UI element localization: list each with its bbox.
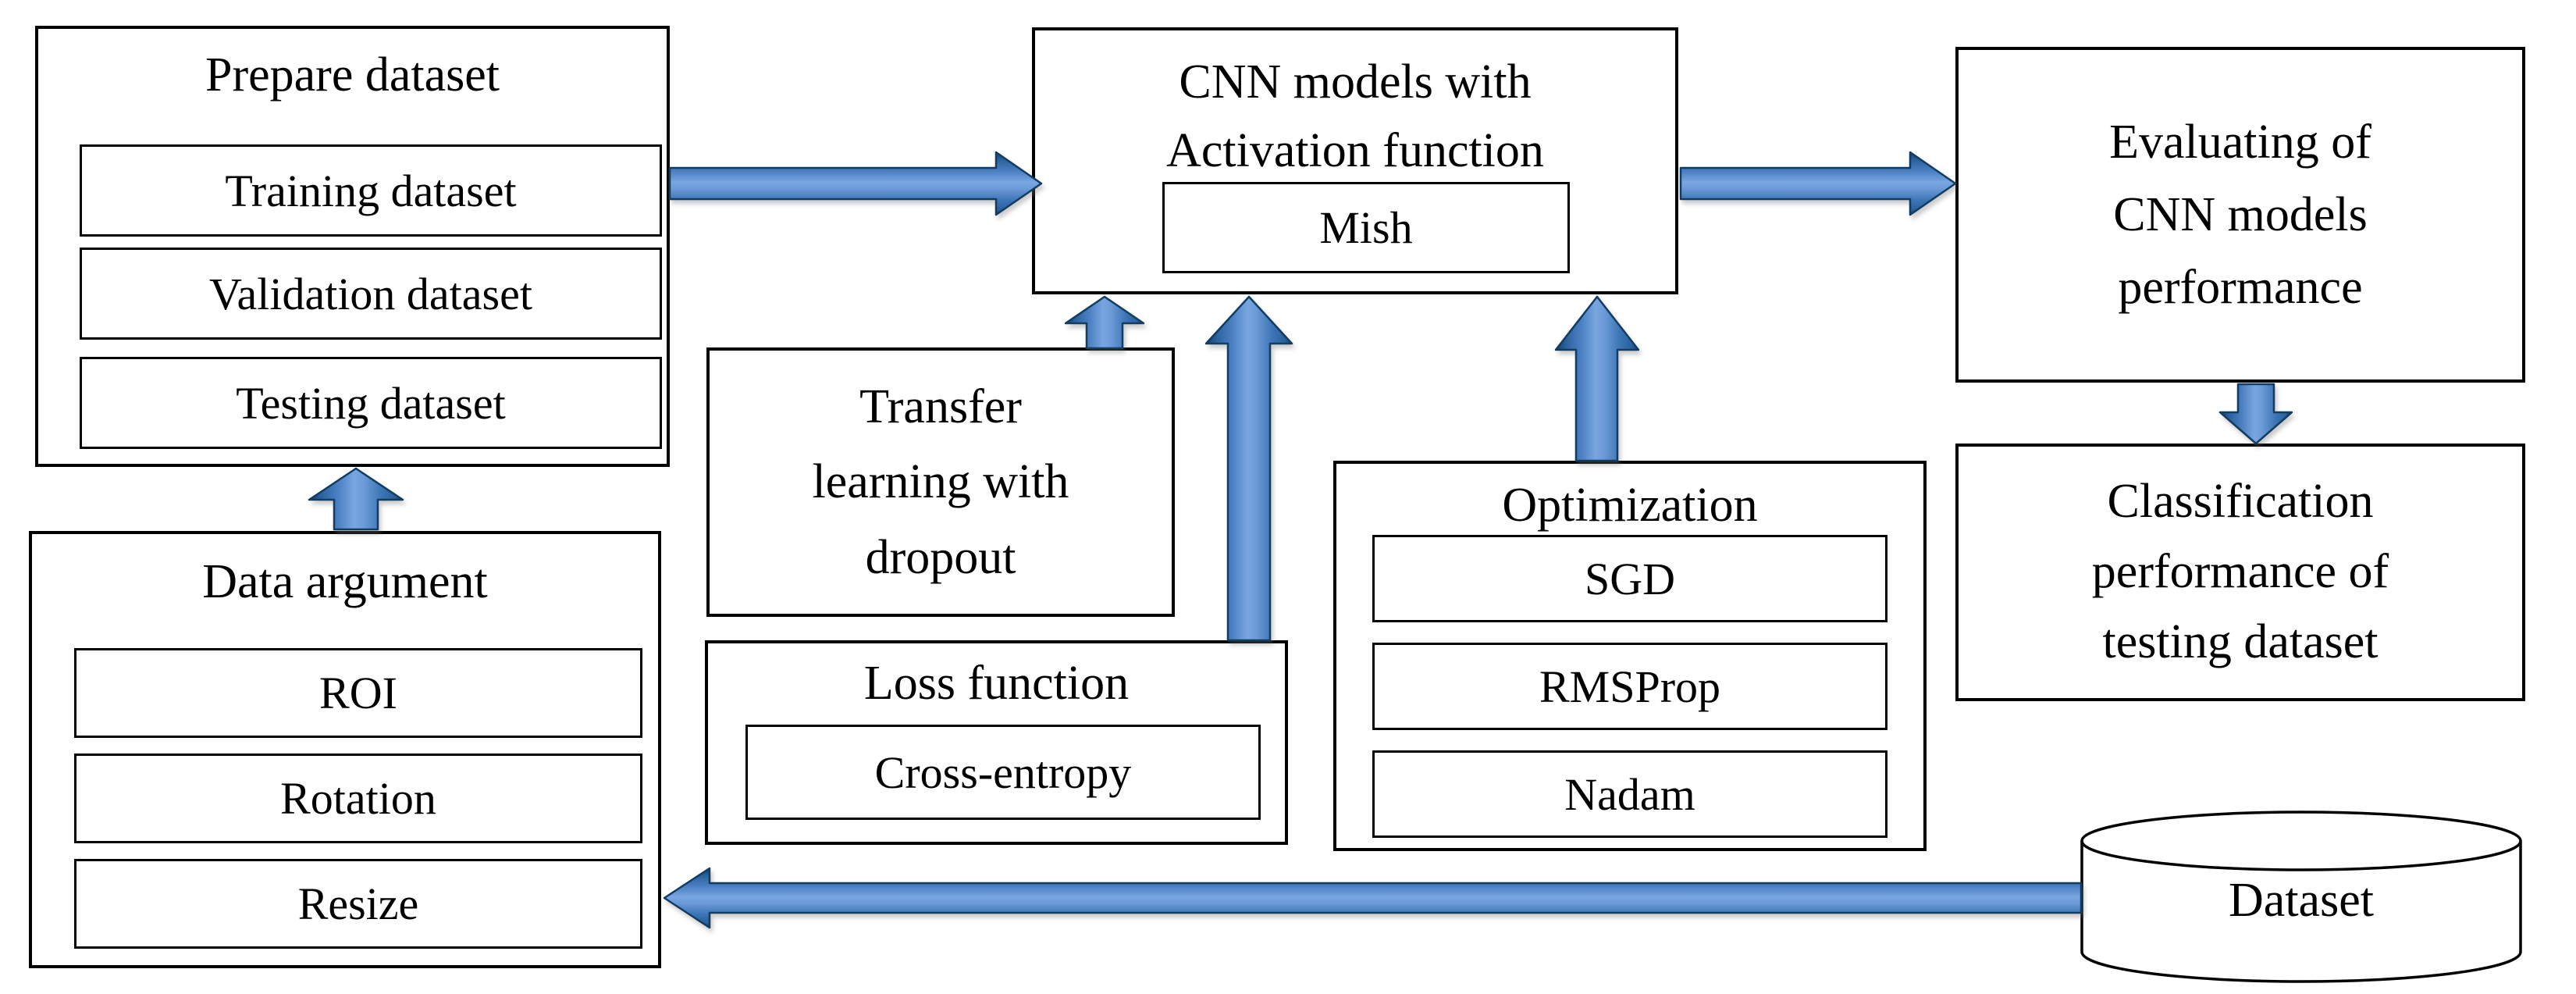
transfer-learning-box: Transfer learning with dropout <box>706 347 1175 617</box>
arrow-cnn-to-evaluating <box>1679 151 1957 216</box>
roi-box: ROI <box>74 648 642 738</box>
arrow-optimization-to-cnn <box>1554 295 1640 462</box>
optimization-title: Optimization <box>1502 479 1758 532</box>
arrow-evaluating-to-classification <box>2218 383 2293 445</box>
prepare-dataset-title: Prepare dataset <box>205 48 500 102</box>
data-argument-title: Data argument <box>202 555 488 608</box>
rotation-box: Rotation <box>74 754 642 843</box>
mish-box: Mish <box>1162 182 1570 273</box>
cross-entropy-box: Cross-entropy <box>745 725 1261 820</box>
dataset-cylinder <box>2080 811 2522 983</box>
arrow-dataargument-to-prepare <box>308 467 404 531</box>
arrow-transfer-to-cnn <box>1064 295 1145 350</box>
classification-box: Classification performance of testing da… <box>1955 444 2525 701</box>
arrow-prepare-to-cnn <box>668 151 1043 216</box>
testing-dataset-box: Testing dataset <box>80 357 662 449</box>
arrow-dataset-to-dataargument <box>663 867 2083 929</box>
rmsprop-box: RMSProp <box>1372 643 1888 730</box>
training-dataset-box: Training dataset <box>80 144 662 237</box>
loss-function-title: Loss function <box>863 657 1130 710</box>
nadam-box: Nadam <box>1372 750 1888 838</box>
validation-dataset-box: Validation dataset <box>80 248 662 340</box>
arrow-loss-to-cnn <box>1204 295 1293 642</box>
evaluating-box: Evaluating of CNN models performance <box>1955 47 2525 383</box>
resize-box: Resize <box>74 859 642 949</box>
sgd-box: SGD <box>1372 535 1888 622</box>
dataset-label: Dataset <box>2229 874 2374 927</box>
